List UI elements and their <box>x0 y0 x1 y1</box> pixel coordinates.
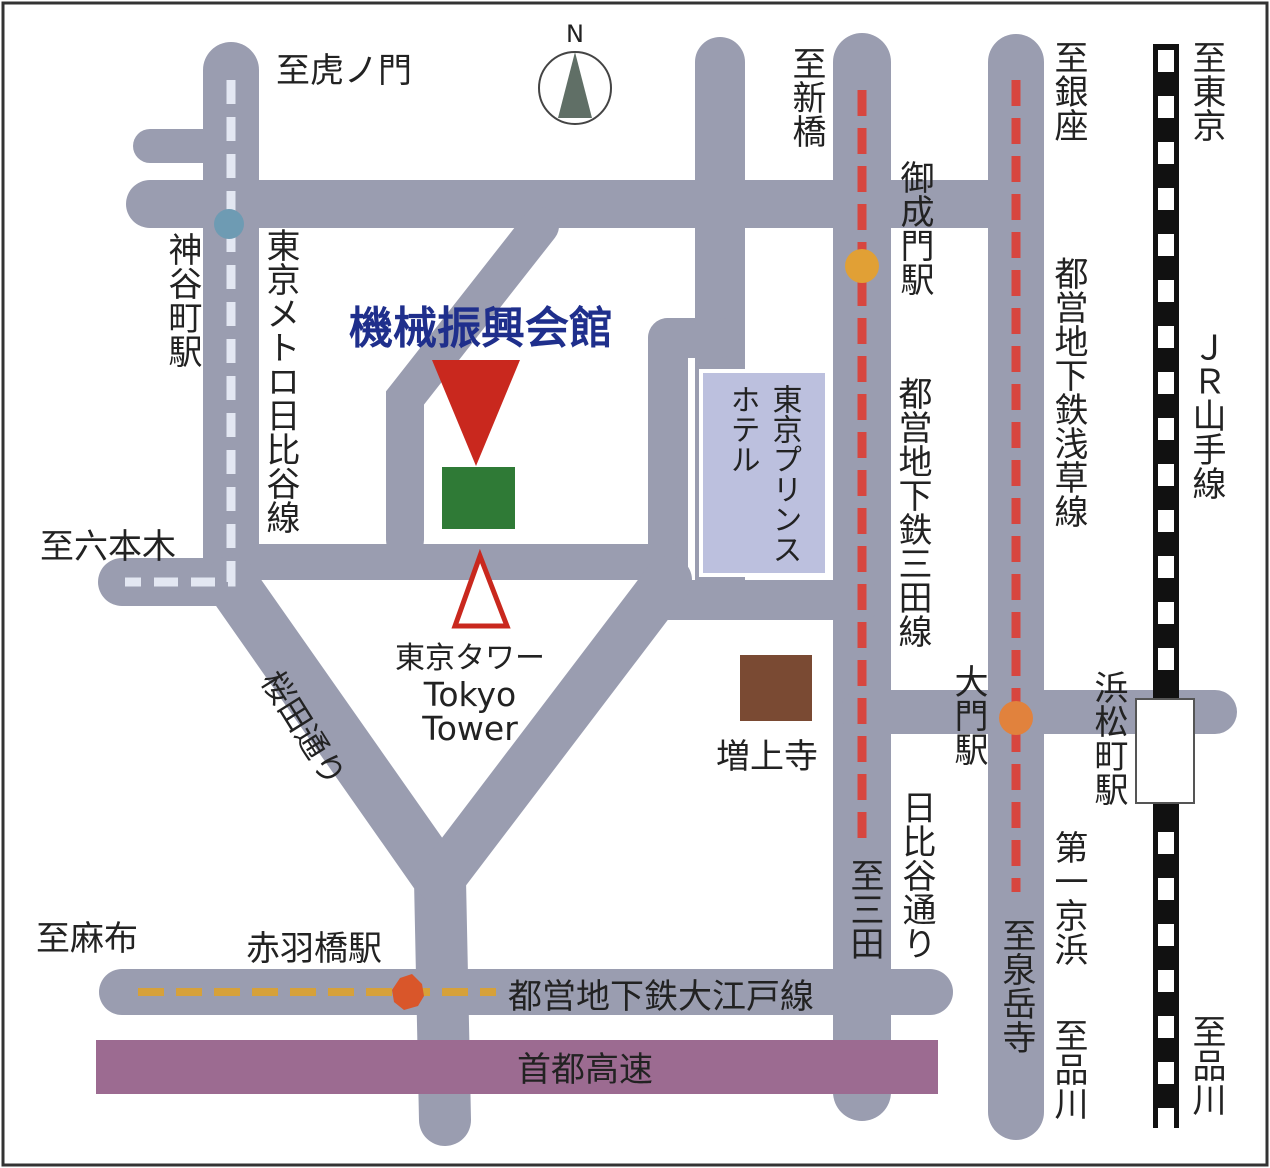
dir-roppongi: 至六本木 <box>40 527 176 567</box>
expressway-band <box>96 1040 938 1094</box>
dir-shinbashi: 至新橋 <box>786 46 826 148</box>
kamiyacho-station-label: 神谷町駅 <box>162 232 202 368</box>
dir-mita: 至三田 <box>844 858 884 960</box>
rail-tick <box>1158 96 1174 118</box>
north-arrow-icon <box>558 52 592 118</box>
hamamatsucho-station-label: 浜松町駅 <box>1088 670 1128 806</box>
daimon-station-marker <box>999 701 1033 735</box>
road-diagonal-right <box>416 556 692 904</box>
zojoji-temple <box>740 655 812 721</box>
rail-tick <box>1158 1108 1174 1130</box>
dir-tokyo: 至東京 <box>1186 40 1226 142</box>
onarimon-station-marker <box>845 249 879 283</box>
rail-tick <box>1158 924 1174 946</box>
rail-tick <box>1158 510 1174 532</box>
dir-shinagawa-2: 至品川 <box>1186 1014 1226 1116</box>
dir-azabu: 至麻布 <box>36 919 138 959</box>
rail-tick <box>1158 602 1174 624</box>
tokyo-tower-label-en-2: Tower <box>421 709 518 748</box>
tokyo-tower-marker <box>451 548 511 629</box>
rail-tick <box>1158 464 1174 486</box>
tokyo-tower-label-ja: 東京タワー <box>395 641 545 676</box>
yamanote-line-label: ＪＲ山手線 <box>1186 330 1226 500</box>
dir-toranomon: 至虎ノ門 <box>276 51 412 91</box>
dir-sengakuji: 至泉岳寺 <box>996 918 1036 1054</box>
expressway-label: 首都高速 <box>517 1050 653 1090</box>
prince-hotel-label-1: 東京プリンス <box>767 384 802 564</box>
rail-tick <box>1158 970 1174 992</box>
rail-tick <box>1158 418 1174 440</box>
destination-marker <box>432 360 520 466</box>
tokyo-tower-label-en-1: Tokyo <box>423 675 516 714</box>
daiichi-keihin-label: 第一京浜 <box>1048 830 1088 966</box>
daimon-station-label: 大門駅 <box>948 664 988 766</box>
rail-tick <box>1158 1016 1174 1038</box>
rail-tick <box>1158 878 1174 900</box>
hibiya-line-track <box>125 80 236 587</box>
rail-tick <box>1158 188 1174 210</box>
rail-tick <box>1158 832 1174 854</box>
akabanebashi-station-marker <box>392 974 424 1010</box>
akabanebashi-station-label: 赤羽橋駅 <box>246 929 382 969</box>
rail-tick <box>1158 326 1174 348</box>
zojoji-label: 増上寺 <box>716 737 818 777</box>
rail-tick <box>1158 372 1174 394</box>
north-label: N <box>566 20 584 48</box>
rail-tick <box>1158 234 1174 256</box>
rail-tick <box>1158 556 1174 578</box>
rail-tick <box>1158 1062 1174 1084</box>
mita-line-label: 都営地下鉄三田線 <box>892 376 932 648</box>
asakusa-line-label: 都営地下鉄浅草線 <box>1048 256 1088 528</box>
yamanote-line-track <box>1153 44 1179 1128</box>
rail-tick <box>1158 648 1174 670</box>
tokyo-prince-hotel <box>699 369 829 577</box>
hamamatsucho-station-box <box>1135 698 1195 804</box>
compass: N <box>538 20 612 125</box>
rail-tick <box>1158 142 1174 164</box>
hibiya-dori-label: 日比谷通り <box>896 790 936 960</box>
hibiya-line-label: 東京メトロ日比谷線 <box>260 228 300 534</box>
dir-shinagawa-1: 至品川 <box>1048 1018 1088 1120</box>
yamanote-line-ticks <box>1158 50 1174 1130</box>
oedo-line-label: 都営地下鉄大江戸線 <box>508 977 814 1017</box>
road-diagonal-left <box>386 207 559 559</box>
destination-name: 機械振興会館 <box>349 303 613 354</box>
kamiyacho-station-marker <box>214 209 244 239</box>
onarimon-station-label: 御成門駅 <box>894 160 934 296</box>
kikai-shinko-kaikan-building <box>442 467 515 529</box>
prince-hotel-label-2: ホテル <box>725 384 760 474</box>
rail-tick <box>1158 280 1174 302</box>
dir-ginza: 至銀座 <box>1048 40 1088 142</box>
rail-tick <box>1158 50 1174 72</box>
